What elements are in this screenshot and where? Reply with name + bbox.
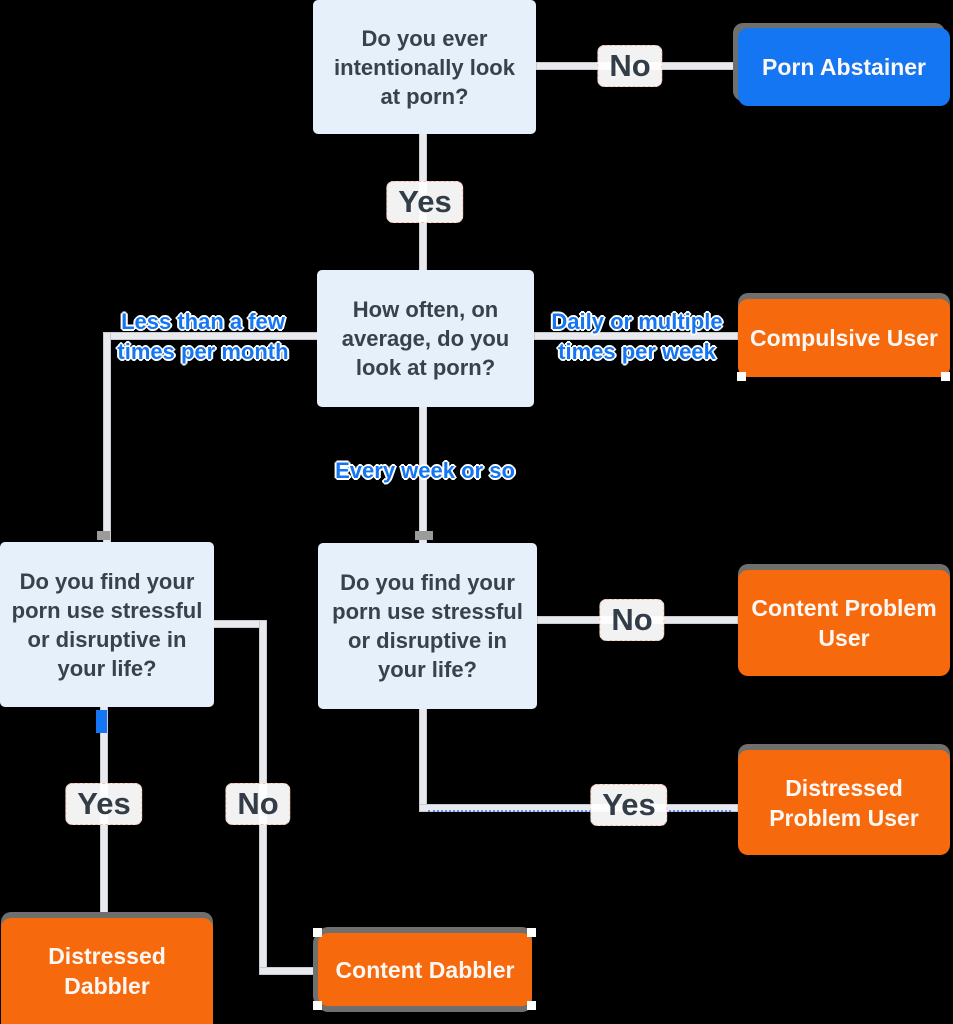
resize-handle <box>941 372 950 381</box>
outcome-content-problem-user: Content Problem User <box>738 570 950 676</box>
question-stressful-mid: Do you find your porn use stressful or d… <box>318 543 537 709</box>
resize-handle <box>313 1001 322 1010</box>
connector-daily-horizontal <box>534 332 738 340</box>
resize-handle <box>737 372 746 381</box>
edge-label-no-top: No <box>597 45 663 87</box>
edge-label-daily-multiple: Daily or multiple times per week <box>551 309 723 364</box>
resize-handle <box>527 1001 536 1010</box>
edge-label-no-mid: No <box>599 599 665 641</box>
edge-label-no-left: No <box>225 783 291 825</box>
connector-lessthan-vertical <box>103 332 111 543</box>
dotted-guide-line <box>428 810 731 812</box>
edge-label-yes-top: Yes <box>386 181 464 223</box>
connector-left-no-elbow <box>259 967 319 975</box>
resize-handle <box>313 928 322 937</box>
edge-label-less-than-few: Less than a few times per month <box>117 309 289 364</box>
resize-handle <box>97 531 110 540</box>
question-ever-look: Do you ever intentionally look at porn? <box>313 0 536 134</box>
edge-label-every-week: Every week or so <box>335 458 515 483</box>
resize-handle <box>527 928 536 937</box>
outcome-distressed-dabbler: Distressed Dabbler <box>1 918 213 1024</box>
selection-artifact <box>96 710 107 733</box>
connector-left-no-stub <box>213 620 263 628</box>
edge-label-yes-mid: Yes <box>590 784 668 826</box>
outcome-porn-abstainer: Porn Abstainer <box>738 28 950 106</box>
outcome-distressed-problem-user: Distressed Problem User <box>738 750 950 855</box>
outcome-content-dabbler: Content Dabbler <box>318 933 532 1006</box>
edge-label-yes-left: Yes <box>65 783 143 825</box>
outcome-compulsive-user: Compulsive User <box>738 299 950 377</box>
question-stressful-left: Do you find your porn use stressful or d… <box>0 542 214 707</box>
question-how-often: How often, on average, do you look at po… <box>317 270 534 407</box>
connector-mid-yes-vertical <box>419 708 427 812</box>
resize-handle <box>415 531 433 540</box>
